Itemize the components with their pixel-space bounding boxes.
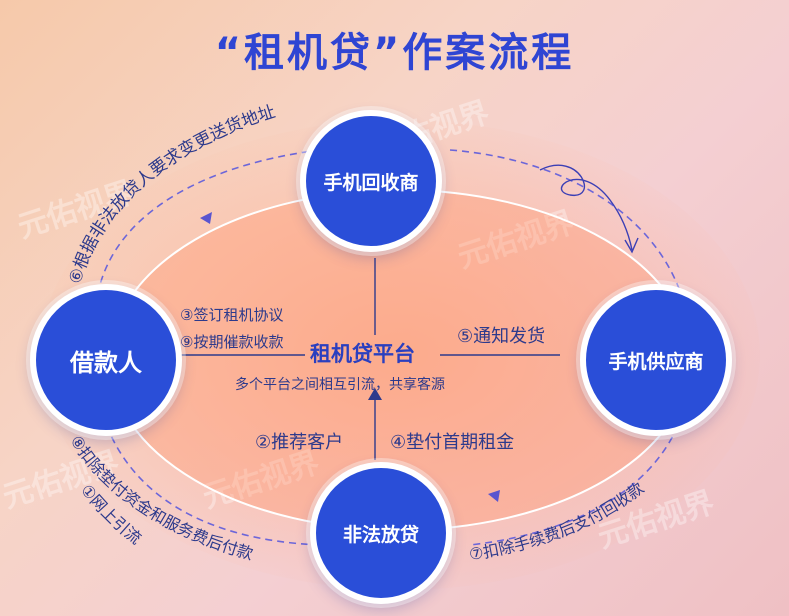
node-lender: 非法放贷 (310, 462, 452, 604)
triangle-marker (488, 490, 500, 502)
step-9-label: ⑨按期催款收款 (180, 333, 284, 351)
node-borrower: 借款人 (30, 284, 182, 436)
node-supplier: 手机供应商 (580, 284, 732, 436)
step-5-label: ⑤通知发货 (457, 326, 546, 347)
node-lender-label: 非法放贷 (342, 523, 419, 546)
platform-name: 租机贷平台 (310, 342, 415, 366)
page-title: “租机贷”作案流程 (214, 30, 575, 76)
node-recycler-label: 手机回收商 (323, 171, 419, 194)
scribble-arrow-head (624, 237, 639, 254)
node-recycler: 手机回收商 (300, 110, 442, 252)
step-4-label: ④垫付首期租金 (390, 432, 515, 453)
step-2-label: ②推荐客户 (255, 432, 344, 453)
arrow-head-up (368, 388, 382, 400)
node-supplier-label: 手机供应商 (608, 350, 704, 373)
dashed-loop-bottom-right (469, 379, 691, 546)
scribble-arrow (539, 164, 633, 251)
step-3-label: ③签订租机协议 (180, 306, 284, 324)
platform-subtitle: 多个平台之间相互引流，共享客源 (235, 377, 445, 393)
node-borrower-label: 借款人 (70, 348, 142, 377)
triangle-marker (200, 212, 212, 224)
